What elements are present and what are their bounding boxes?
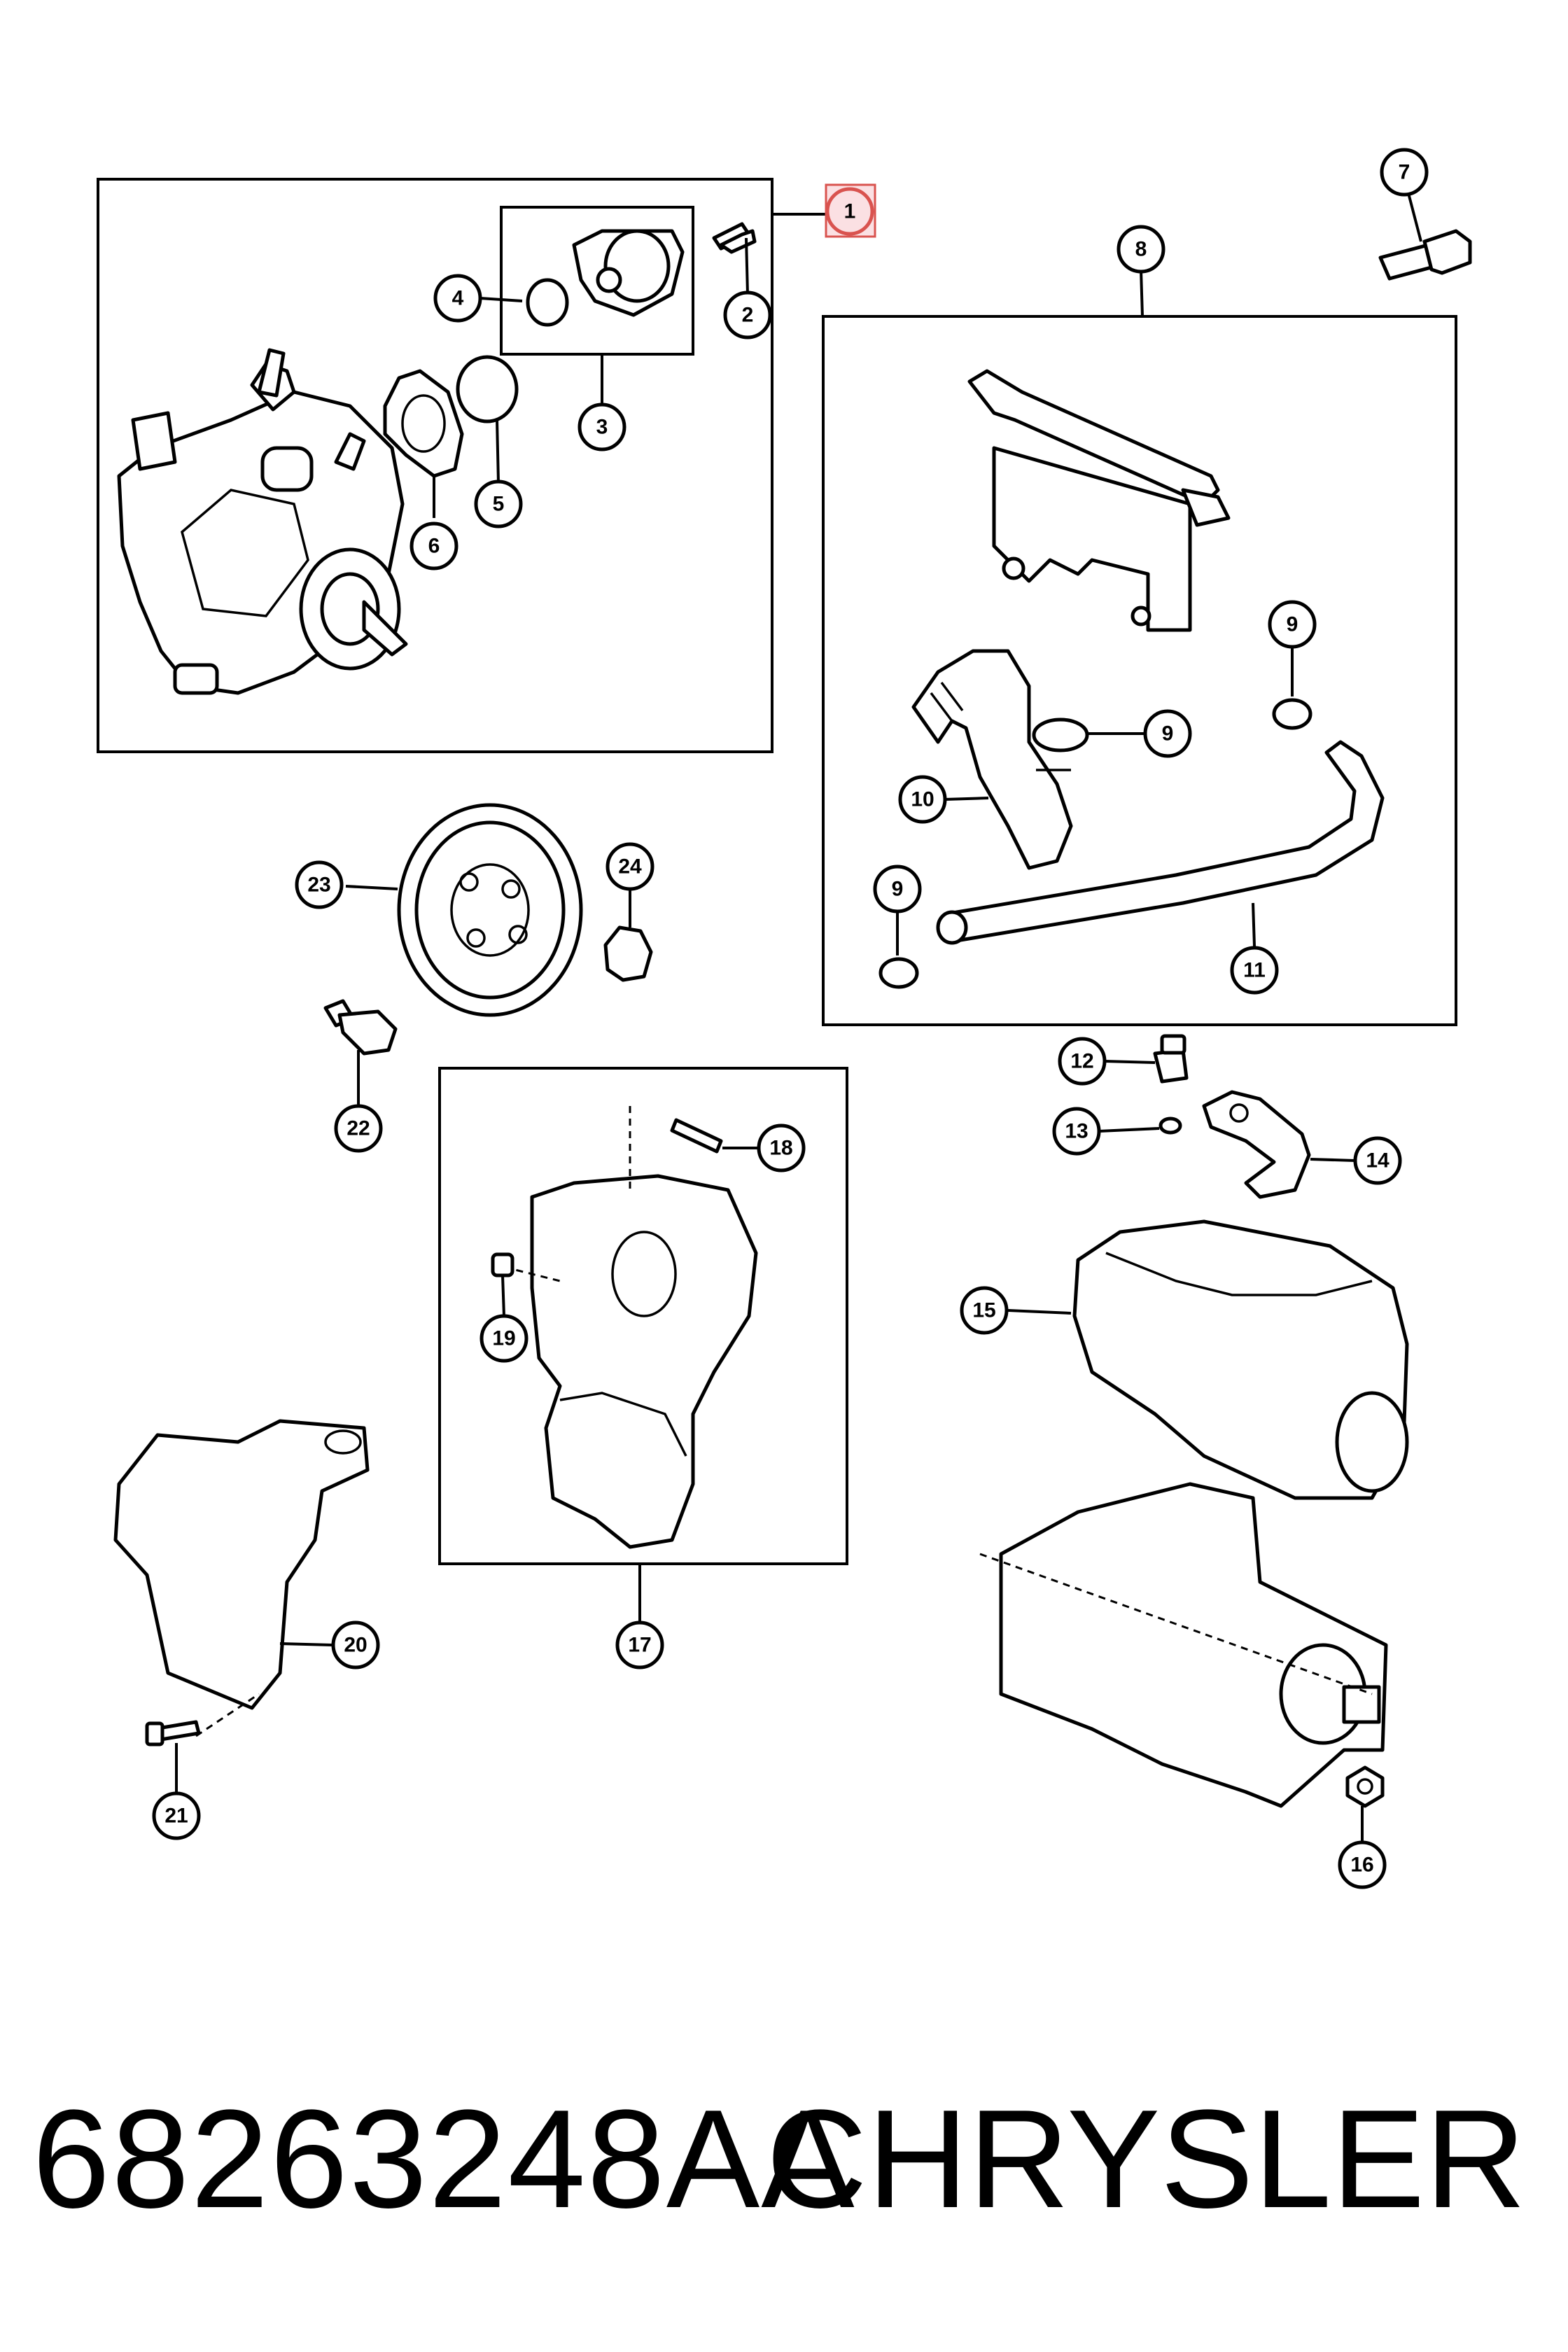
bolt-part-12 <box>1153 1034 1189 1084</box>
bolt-part-7 <box>1378 192 1472 281</box>
svg-text:9: 9 <box>1162 722 1174 746</box>
svg-text:14: 14 <box>1366 1149 1390 1172</box>
callout-9-mid[interactable]: 9 <box>1143 709 1192 758</box>
fuel-line-part-11 <box>936 740 1385 945</box>
svg-text:3: 3 <box>596 416 608 439</box>
svg-text:13: 13 <box>1065 1120 1088 1143</box>
callout-12[interactable]: 12 <box>1058 1037 1107 1086</box>
callout-9-bottom[interactable]: 9 <box>873 864 922 913</box>
callout-24[interactable]: 24 <box>606 842 654 891</box>
frame-regulator-group <box>500 206 694 356</box>
seal-ring-part-5 <box>456 355 519 424</box>
callout-20[interactable]: 20 <box>331 1620 380 1670</box>
svg-text:4: 4 <box>452 287 464 310</box>
fuel-injection-pump <box>117 348 408 695</box>
part-number-label: 68263248AA <box>32 2081 856 2237</box>
nut-part-24 <box>603 925 653 982</box>
stud-part-22 <box>323 999 398 1056</box>
svg-text:8: 8 <box>1135 238 1147 261</box>
callout-18[interactable]: 18 <box>757 1124 806 1172</box>
svg-text:7: 7 <box>1399 161 1410 184</box>
svg-text:6: 6 <box>428 535 440 558</box>
bracket-part-14 <box>1202 1090 1311 1199</box>
callout-6[interactable]: 6 <box>410 522 458 570</box>
callout-17[interactable]: 17 <box>615 1620 664 1670</box>
frame-fuel-pump-group <box>97 178 774 753</box>
mount-bracket-lower <box>979 1482 1388 1808</box>
timing-cover-part-17 <box>503 1106 758 1549</box>
bracket-part-20 <box>113 1419 370 1737</box>
svg-text:12: 12 <box>1070 1050 1093 1073</box>
svg-text:9: 9 <box>892 878 904 901</box>
stud-part-18 <box>670 1118 723 1154</box>
engine-mount-part-15 <box>1072 1219 1409 1500</box>
callout-15[interactable]: 15 <box>960 1286 1009 1335</box>
hose-clamp-9b <box>1272 698 1312 730</box>
callout-5[interactable]: 5 <box>474 479 523 528</box>
callout-2[interactable]: 2 <box>723 290 772 340</box>
svg-text:9: 9 <box>1287 613 1298 636</box>
callout-7[interactable]: 7 <box>1380 148 1429 197</box>
svg-text:5: 5 <box>493 493 505 516</box>
callout-4[interactable]: 4 <box>433 274 482 323</box>
callout-19[interactable]: 19 <box>479 1314 528 1363</box>
bolt-part-21 <box>145 1720 201 1746</box>
callout-21[interactable]: 21 <box>152 1791 201 1840</box>
callout-14[interactable]: 14 <box>1353 1136 1402 1185</box>
frame-timing-cover-group <box>438 1067 848 1565</box>
hose-clamp-9c <box>878 957 919 989</box>
svg-text:22: 22 <box>346 1117 370 1140</box>
brand-label: CHRYSLER <box>766 2081 1526 2237</box>
nut-part-16 <box>1345 1765 1385 1808</box>
callout-1[interactable]: 1 <box>825 183 876 238</box>
callout-13[interactable]: 13 <box>1052 1107 1101 1156</box>
callout-11[interactable]: 11 <box>1230 946 1279 995</box>
svg-text:17: 17 <box>628 1634 651 1657</box>
washer-part-13 <box>1158 1116 1182 1135</box>
bolt-part-2 <box>712 222 757 295</box>
callout-23[interactable]: 23 <box>295 860 344 909</box>
hose-clamp-9a <box>1032 718 1089 752</box>
svg-text:10: 10 <box>911 788 934 811</box>
hose-part-10 <box>911 649 1073 870</box>
svg-text:19: 19 <box>492 1327 515 1350</box>
timing-gear-part-23 <box>397 803 583 1017</box>
pressure-regulator <box>572 229 685 317</box>
svg-text:15: 15 <box>972 1299 995 1322</box>
fuel-return-line-bracket <box>967 369 1231 632</box>
callout-10[interactable]: 10 <box>898 775 947 824</box>
svg-text:20: 20 <box>344 1634 367 1657</box>
svg-text:23: 23 <box>307 874 330 897</box>
gasket-part-6 <box>383 369 464 478</box>
frame-hose-group <box>822 315 1457 1026</box>
callout-3[interactable]: 3 <box>578 402 626 451</box>
svg-text:24: 24 <box>618 855 642 878</box>
svg-text:21: 21 <box>164 1805 188 1828</box>
callout-16[interactable]: 16 <box>1338 1840 1387 1889</box>
svg-text:2: 2 <box>742 304 754 327</box>
svg-text:1: 1 <box>844 200 856 223</box>
callout-9-top[interactable]: 9 <box>1268 600 1317 649</box>
callout-22[interactable]: 22 <box>334 1104 383 1153</box>
dowel-part-19 <box>491 1252 514 1278</box>
svg-text:16: 16 <box>1350 1854 1373 1877</box>
svg-text:18: 18 <box>769 1137 792 1160</box>
callout-8[interactable]: 8 <box>1116 225 1166 274</box>
o-ring-part-4 <box>526 278 569 327</box>
svg-text:11: 11 <box>1243 959 1266 982</box>
